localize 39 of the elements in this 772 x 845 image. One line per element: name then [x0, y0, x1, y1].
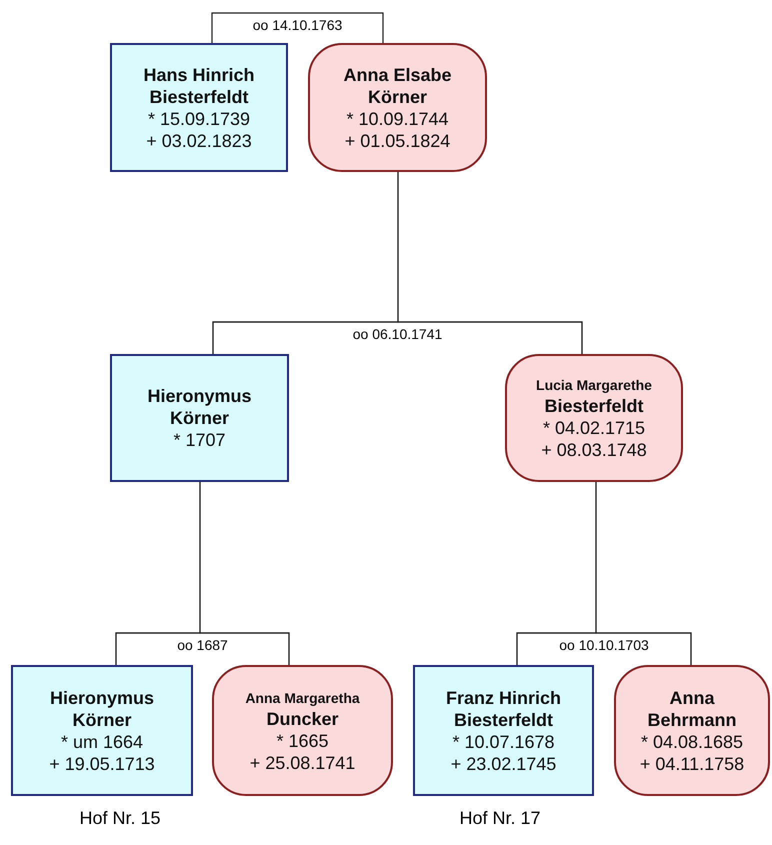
male-person-box: [413, 665, 594, 796]
marriage-bracket: [115, 632, 290, 665]
life-date: + 04.11.1758: [640, 752, 744, 774]
male-person-box: [11, 665, 193, 796]
surname: Duncker: [266, 708, 339, 730]
life-date: + 19.05.1713: [49, 752, 155, 774]
person-name: Franz Hinrich Biesterfeldt: [444, 686, 562, 730]
life-date: * 10.09.1744: [346, 108, 449, 130]
life-date: + 08.03.1748: [541, 439, 647, 461]
life-date: * 04.08.1685: [640, 730, 744, 752]
life-date: * 1665: [276, 730, 329, 752]
farm-label: Hof Nr. 15: [79, 808, 161, 829]
life-date: + 25.08.1741: [250, 752, 356, 774]
female-person-box: [308, 43, 487, 172]
given-names: Lucia Margarethe: [536, 376, 652, 395]
person-name: Hieronymus Körner: [146, 385, 253, 429]
female-person-box: [505, 354, 683, 482]
person-name: Hans Hinrich Biesterfeldt: [142, 64, 256, 108]
surname: Biesterfeldt: [544, 395, 644, 417]
life-date: * 10.07.1678: [452, 730, 555, 752]
person-name: Anna Elsabe Körner: [342, 64, 453, 108]
person-name: Anna Behrmann: [646, 686, 738, 730]
farm-label: Hof Nr. 17: [459, 808, 541, 829]
life-date: + 23.02.1745: [450, 752, 556, 774]
life-date: * um 1664: [60, 730, 144, 752]
male-person-box: [110, 354, 289, 482]
life-date: + 03.02.1823: [146, 130, 252, 152]
marriage-bracket: [516, 632, 692, 665]
person-name: Hieronymus Körner: [48, 686, 156, 730]
male-person-box: [110, 43, 288, 172]
life-date: + 01.05.1824: [344, 130, 450, 152]
life-date: * 04.02.1715: [542, 417, 646, 439]
marriage-bracket: [211, 12, 384, 43]
female-person-box: [212, 665, 393, 796]
female-person-box: [614, 665, 770, 796]
marriage-bracket: [212, 321, 583, 354]
life-date: * 1707: [173, 429, 226, 451]
life-date: * 15.09.1739: [148, 108, 250, 130]
given-names: Anna Margaretha: [245, 688, 360, 708]
